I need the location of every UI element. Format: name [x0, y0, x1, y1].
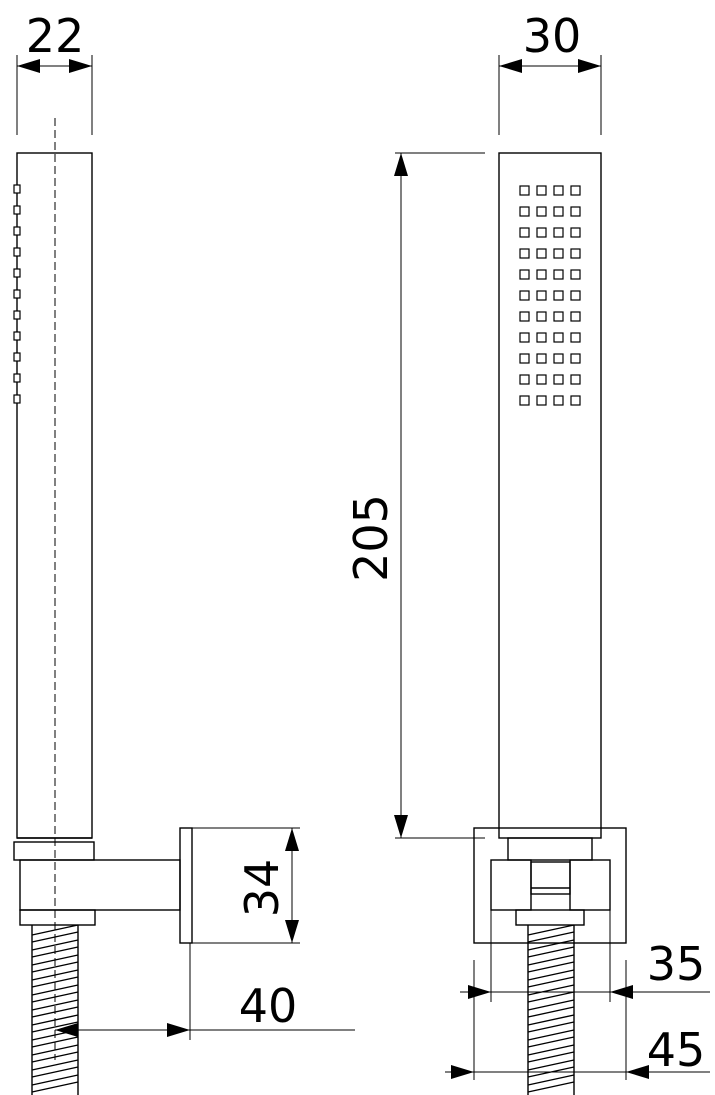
front-hose — [527, 924, 575, 1095]
side-nozzles — [13, 184, 21, 404]
dim-side-width: 22 — [26, 9, 85, 63]
dim-height: 205 — [344, 494, 398, 582]
dim-inner-width: 35 — [647, 937, 706, 991]
side-view: 22 — [13, 9, 355, 1095]
handle-front-body — [498, 152, 602, 839]
dim-holder-height: 34 — [235, 859, 289, 918]
front-nozzle-grid — [519, 185, 581, 406]
dim-front-width: 30 — [523, 9, 582, 63]
side-hose — [31, 924, 79, 1095]
front-view: 30 205 — [344, 9, 710, 1095]
dim-holder-depth: 40 — [239, 979, 298, 1033]
dim-outer-width: 45 — [647, 1023, 706, 1077]
